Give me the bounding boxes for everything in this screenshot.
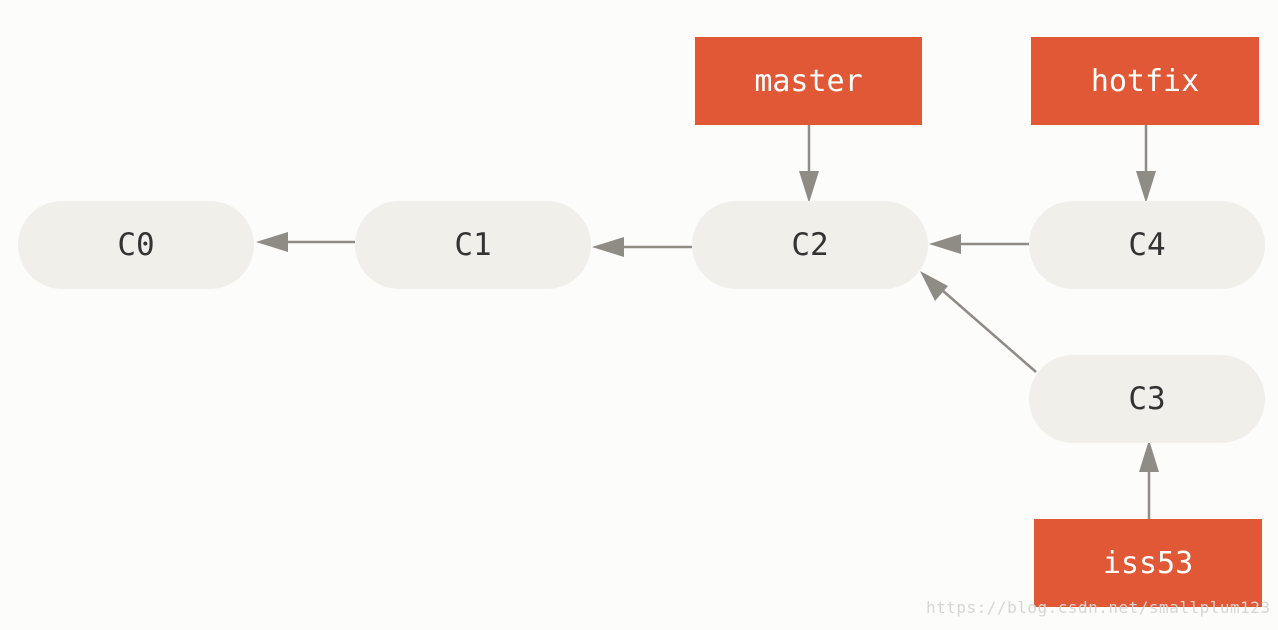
arrowhead-c3-to-c2 xyxy=(920,271,948,301)
commit-c4: C4 xyxy=(1029,201,1265,289)
commit-c3-label: C3 xyxy=(1128,381,1166,417)
arrow-c3-to-c2 xyxy=(933,282,1037,373)
arrowhead-c2-to-c1 xyxy=(592,237,624,257)
arrowhead-master-to-c2 xyxy=(799,171,819,203)
commit-c1-label: C1 xyxy=(454,227,492,263)
arrowhead-c1-to-c0 xyxy=(256,232,288,252)
branch-iss53-label: iss53 xyxy=(1102,545,1194,581)
commit-c3: C3 xyxy=(1029,355,1265,443)
arrowhead-c4-to-c2 xyxy=(929,234,961,254)
branch-hotfix: hotfix xyxy=(1031,37,1259,125)
commit-c4-label: C4 xyxy=(1128,227,1166,263)
arrowhead-iss53-to-c3 xyxy=(1139,440,1159,472)
commit-c2-label: C2 xyxy=(791,227,829,263)
commit-c2: C2 xyxy=(692,201,928,289)
commit-c0-label: C0 xyxy=(117,227,155,263)
branch-master-label: master xyxy=(754,63,863,99)
branch-hotfix-label: hotfix xyxy=(1090,63,1200,99)
branch-master: master xyxy=(695,37,922,125)
watermark-text: https://blog.csdn.net/smallplum123 xyxy=(926,598,1271,617)
commit-c1: C1 xyxy=(355,201,591,289)
branch-iss53: iss53 xyxy=(1034,519,1262,607)
commit-c0: C0 xyxy=(18,201,254,289)
arrowhead-hotfix-to-c4 xyxy=(1136,171,1156,203)
